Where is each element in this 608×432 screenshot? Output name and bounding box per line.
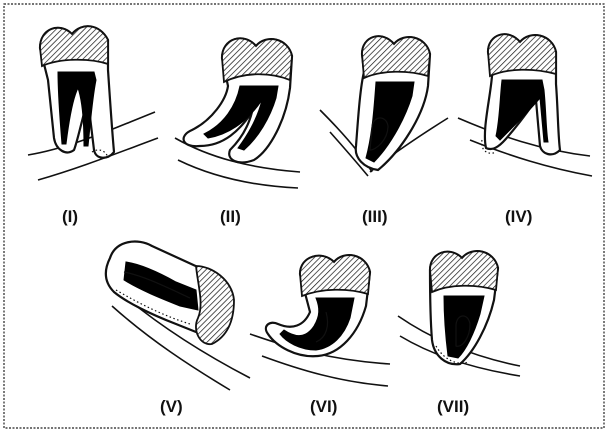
panel-label: (IV) — [505, 207, 532, 226]
panel-label: (VII) — [437, 397, 469, 416]
tooth-curved-roots-icon — [184, 38, 292, 162]
bone-line — [458, 118, 590, 156]
panel-5: (V) — [106, 242, 250, 416]
panel-label: (III) — [362, 207, 388, 226]
panel-3: (III) — [320, 36, 448, 226]
tooth-curved-fused-root-icon — [266, 255, 370, 356]
bone-line — [178, 160, 298, 188]
panel-label: (VI) — [310, 397, 337, 416]
panel-7: (VII) — [398, 251, 520, 416]
tooth-root-resorption-icon — [40, 26, 114, 158]
tooth-horizontal-impaction-icon — [106, 242, 234, 345]
tooth-root-apex-resorbed-icon — [356, 36, 430, 170]
bone-line — [262, 356, 388, 386]
panel-6: (VI) — [250, 255, 390, 416]
panel-label: (V) — [160, 397, 183, 416]
panel-label: (I) — [62, 207, 78, 226]
panel-label: (II) — [220, 207, 241, 226]
panel-2: (II) — [175, 38, 300, 226]
panel-1: (I) — [28, 26, 158, 226]
tooth-divergent-roots-icon — [482, 34, 560, 154]
panel-4: (IV) — [458, 34, 592, 226]
tooth-short-root-icon — [430, 251, 498, 364]
